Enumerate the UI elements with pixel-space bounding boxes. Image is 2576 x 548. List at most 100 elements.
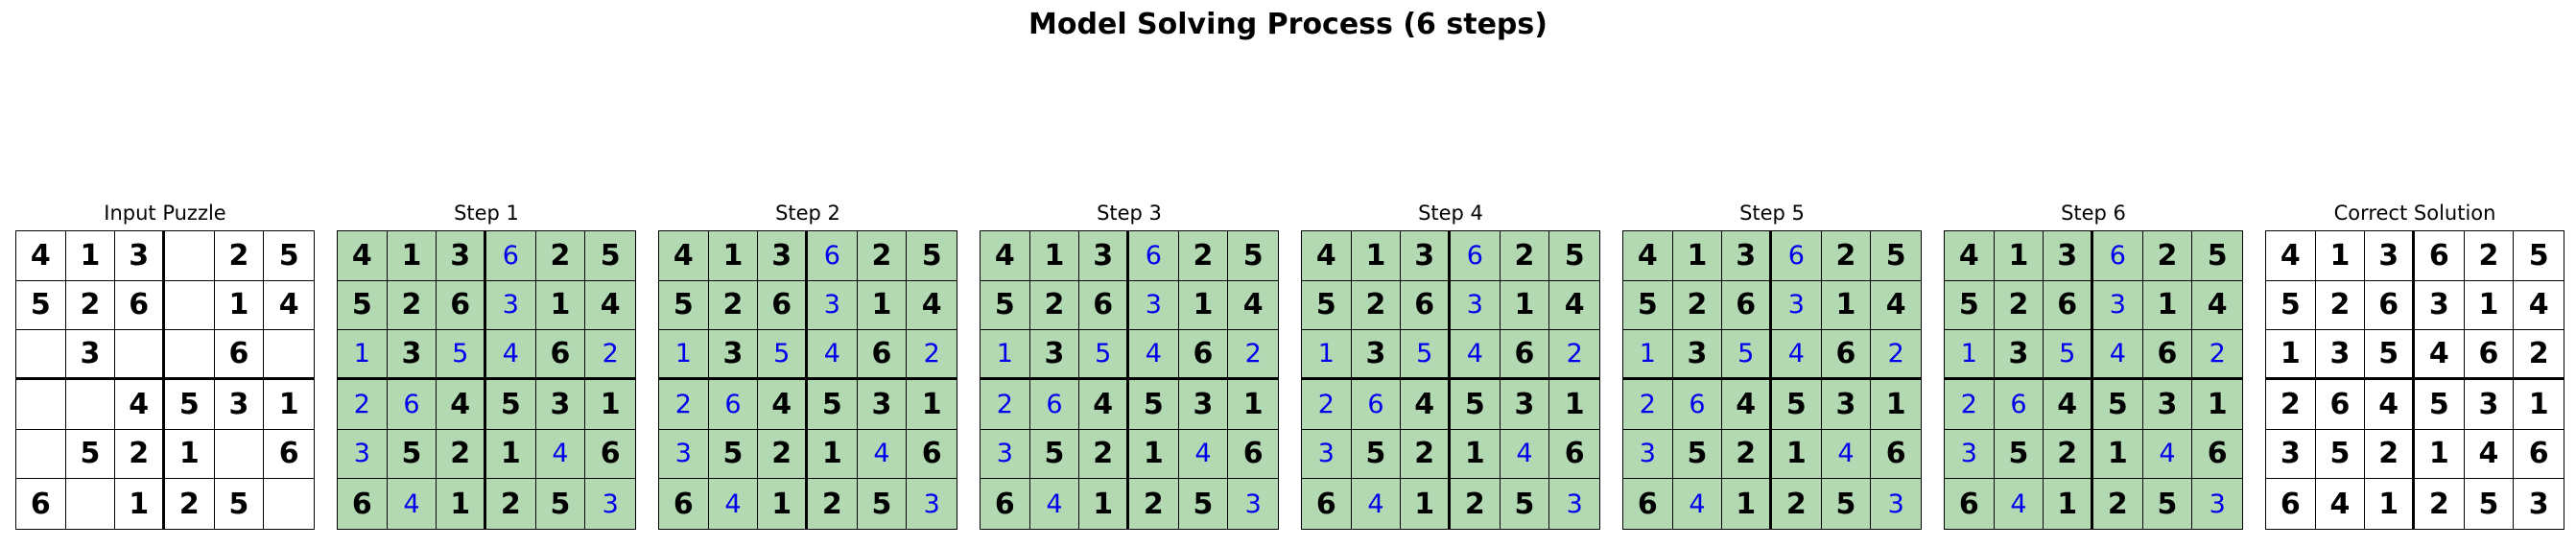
sudoku-cell: 2 (1821, 231, 1872, 281)
sudoku-cell: 6 (2514, 430, 2564, 480)
sudoku-cell: 5 (2465, 479, 2515, 529)
sudoku-cell (165, 231, 215, 281)
panel-title: Step 5 (1739, 202, 1805, 225)
sudoku-cell: 4 (2266, 231, 2316, 281)
sudoku-cell: 4 (1821, 429, 1872, 480)
sudoku-cell: 2 (1401, 429, 1451, 480)
sudoku-cell: 2 (1500, 231, 1550, 281)
sudoku-cell: 4 (1302, 231, 1352, 281)
sudoku-cell: 1 (1451, 429, 1501, 480)
sudoku-cell: 5 (165, 380, 215, 430)
sudoku-cell: 1 (1994, 231, 2044, 281)
sudoku-cell: 1 (1672, 231, 1723, 281)
sudoku-cell (264, 479, 314, 529)
sudoku-cell: 5 (907, 231, 957, 281)
figure-title: Model Solving Process (6 steps) (1028, 8, 1548, 41)
sudoku-cell: 1 (1623, 330, 1673, 380)
sudoku-cell: 2 (1549, 330, 1599, 380)
sudoku-cell: 2 (1178, 231, 1229, 281)
sudoku-cell: 5 (808, 380, 858, 430)
sudoku-cell: 3 (1029, 330, 1080, 380)
sudoku-cell: 3 (1887, 488, 1904, 519)
sudoku-cell: 2 (1351, 280, 1402, 331)
sudoku-cell: 3 (338, 429, 388, 480)
sudoku-cell (65, 380, 116, 430)
sudoku-cell: 5 (387, 429, 437, 480)
sudoku-cell: 1 (1549, 380, 1599, 430)
sudoku-cell: 1 (338, 330, 388, 380)
sudoku-cell: 5 (536, 479, 586, 529)
sudoku-cell: 3 (486, 280, 536, 331)
sudoku-cell: 3 (2528, 487, 2549, 521)
sudoku-cell: 1 (708, 231, 759, 281)
sudoku-cell: 4 (1772, 330, 1822, 380)
sudoku-cell: 3 (923, 488, 940, 519)
sudoku-cell: 6 (437, 280, 486, 331)
sudoku-cell: 1 (1228, 380, 1278, 430)
sudoku-cell: 6 (1079, 280, 1129, 331)
sudoku-cell: 5 (1994, 429, 2044, 480)
sudoku-cell: 5 (1623, 280, 1673, 331)
sudoku-cell: 5 (16, 280, 66, 331)
sudoku-cell: 3 (1129, 280, 1179, 331)
panel-title: Step 2 (775, 202, 840, 225)
sudoku-cell (16, 380, 66, 430)
sudoku-cell: 2 (2192, 330, 2242, 380)
sudoku-cell: 3 (708, 330, 759, 380)
sudoku-cell: 3 (1566, 488, 1583, 519)
sudoku-cell: 5 (1228, 231, 1278, 281)
sudoku-cell: 2 (2514, 330, 2564, 380)
panel-title: Step 1 (454, 202, 519, 225)
sudoku-cell: 5 (1451, 380, 1501, 430)
sudoku-cell: 6 (214, 330, 265, 380)
sudoku-cell: 2 (65, 280, 116, 331)
sudoku-cell: 5 (2266, 280, 2316, 331)
sudoku-cell (214, 429, 265, 480)
sudoku-cell: 3 (808, 280, 858, 331)
sudoku-cell: 5 (2415, 380, 2465, 430)
sudoku-cell: 5 (2315, 429, 2366, 480)
sudoku-cell: 4 (264, 281, 314, 331)
sudoku-cell (16, 429, 66, 480)
sudoku-cell: 5 (1871, 231, 1921, 281)
sudoku-cell: 5 (1945, 280, 1995, 331)
sudoku-cell: 3 (2365, 231, 2415, 281)
sudoku-cell: 1 (264, 380, 314, 430)
sudoku-cell: 4 (2464, 429, 2515, 480)
sudoku-cell: 1 (981, 330, 1030, 380)
sudoku-cell: 5 (758, 330, 808, 380)
sudoku-cell: 3 (437, 231, 486, 281)
sudoku-cell: 6 (1029, 380, 1080, 430)
sudoku-cell: 1 (387, 231, 437, 281)
sudoku-cell: 3 (214, 380, 265, 430)
sudoku-cell: 6 (2266, 479, 2316, 529)
sudoku-cell: 1 (486, 429, 536, 480)
sudoku-cell: 4 (1352, 479, 1402, 529)
sudoku-cell: 4 (338, 231, 388, 281)
sudoku-cell: 6 (1451, 231, 1501, 281)
sudoku-cell: 4 (1178, 429, 1229, 480)
sudoku-cell: 2 (165, 479, 215, 529)
sudoku-cell: 2 (1772, 479, 1822, 529)
sudoku-cell: 3 (1722, 231, 1772, 281)
sudoku-cell: 6 (2192, 430, 2242, 480)
sudoku-cell: 2 (2093, 479, 2143, 529)
sudoku-cell: 6 (16, 479, 66, 529)
sudoku-cell: 3 (65, 330, 116, 380)
sudoku-cell: 1 (1500, 280, 1550, 331)
sudoku-cell: 3 (1945, 429, 1995, 480)
sudoku-cell: 5 (2514, 231, 2564, 281)
sudoku-cell: 1 (1772, 429, 1822, 480)
sudoku-cell: 5 (1079, 330, 1129, 380)
sudoku-cell: 1 (214, 280, 265, 331)
sudoku-cell: 6 (2315, 380, 2366, 430)
sudoku-cell: 5 (1822, 479, 1872, 529)
sudoku-cell: 5 (2365, 330, 2415, 380)
